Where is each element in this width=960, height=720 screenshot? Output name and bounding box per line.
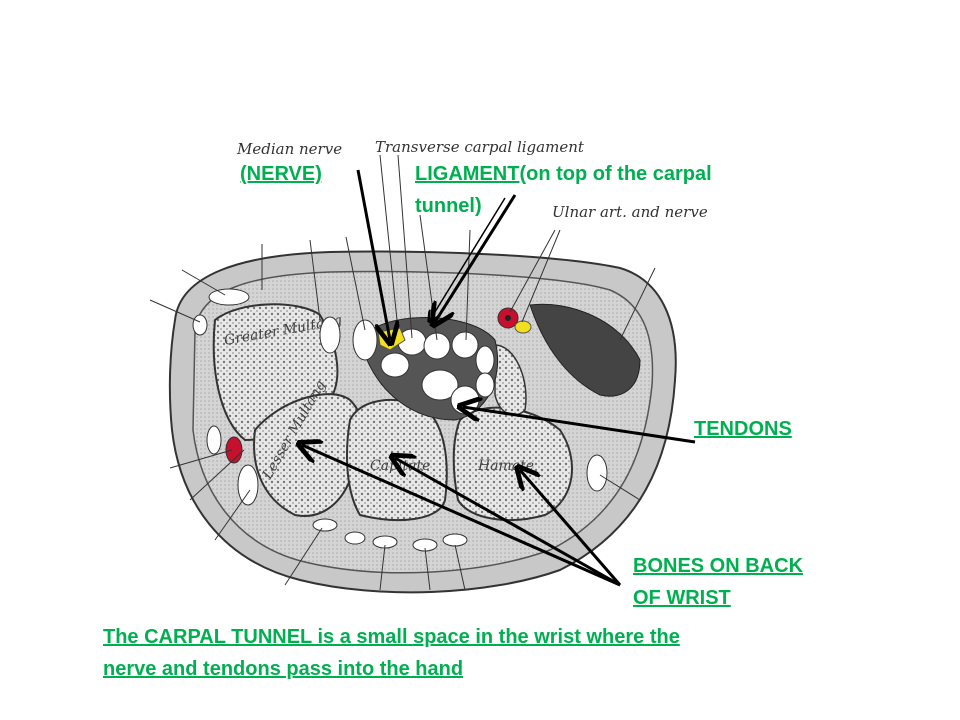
- arrow-bone-1: [302, 445, 621, 587]
- label-ulnar-artery-nerve: Ulnar art. and nerve: [552, 203, 708, 221]
- arrow-ligament: [435, 194, 517, 322]
- caption-line-1: The CARPAL TUNNEL is a small space in th…: [103, 626, 680, 648]
- arrow-nerve: [356, 169, 390, 340]
- annotation-ligament-note: (on top of the carpal: [519, 163, 712, 185]
- leader-lines: [149, 154, 656, 591]
- label-transverse-carpal-ligament: Transverse carpal ligament: [375, 138, 584, 156]
- annotation-bones-2: OF WRIST: [633, 587, 731, 609]
- arrow-bone-3: [520, 470, 622, 586]
- ulnar-nerve: [514, 320, 532, 334]
- label-median-nerve: Median nerve: [237, 140, 343, 158]
- caption-line-2: nerve and tendons pass into the hand: [103, 658, 464, 680]
- radial-artery: [225, 436, 243, 464]
- annotation-ligament-note-2: tunnel): [415, 195, 482, 217]
- annotation-nerve: (NERVE): [240, 163, 322, 185]
- annotation-arrows: [302, 169, 696, 587]
- annotation-tendons: TENDONS: [694, 418, 792, 440]
- arrow-tendons: [463, 407, 696, 444]
- annotation-bones-1: BONES ON BACK: [633, 555, 804, 577]
- annotation-ligament: LIGAMENT(on top of the carpal: [415, 158, 712, 190]
- arrow-bone-2: [395, 458, 621, 587]
- annotation-ligament-title: LIGAMENT: [415, 163, 520, 185]
- bone-label-hamate: Hamate: [477, 458, 534, 474]
